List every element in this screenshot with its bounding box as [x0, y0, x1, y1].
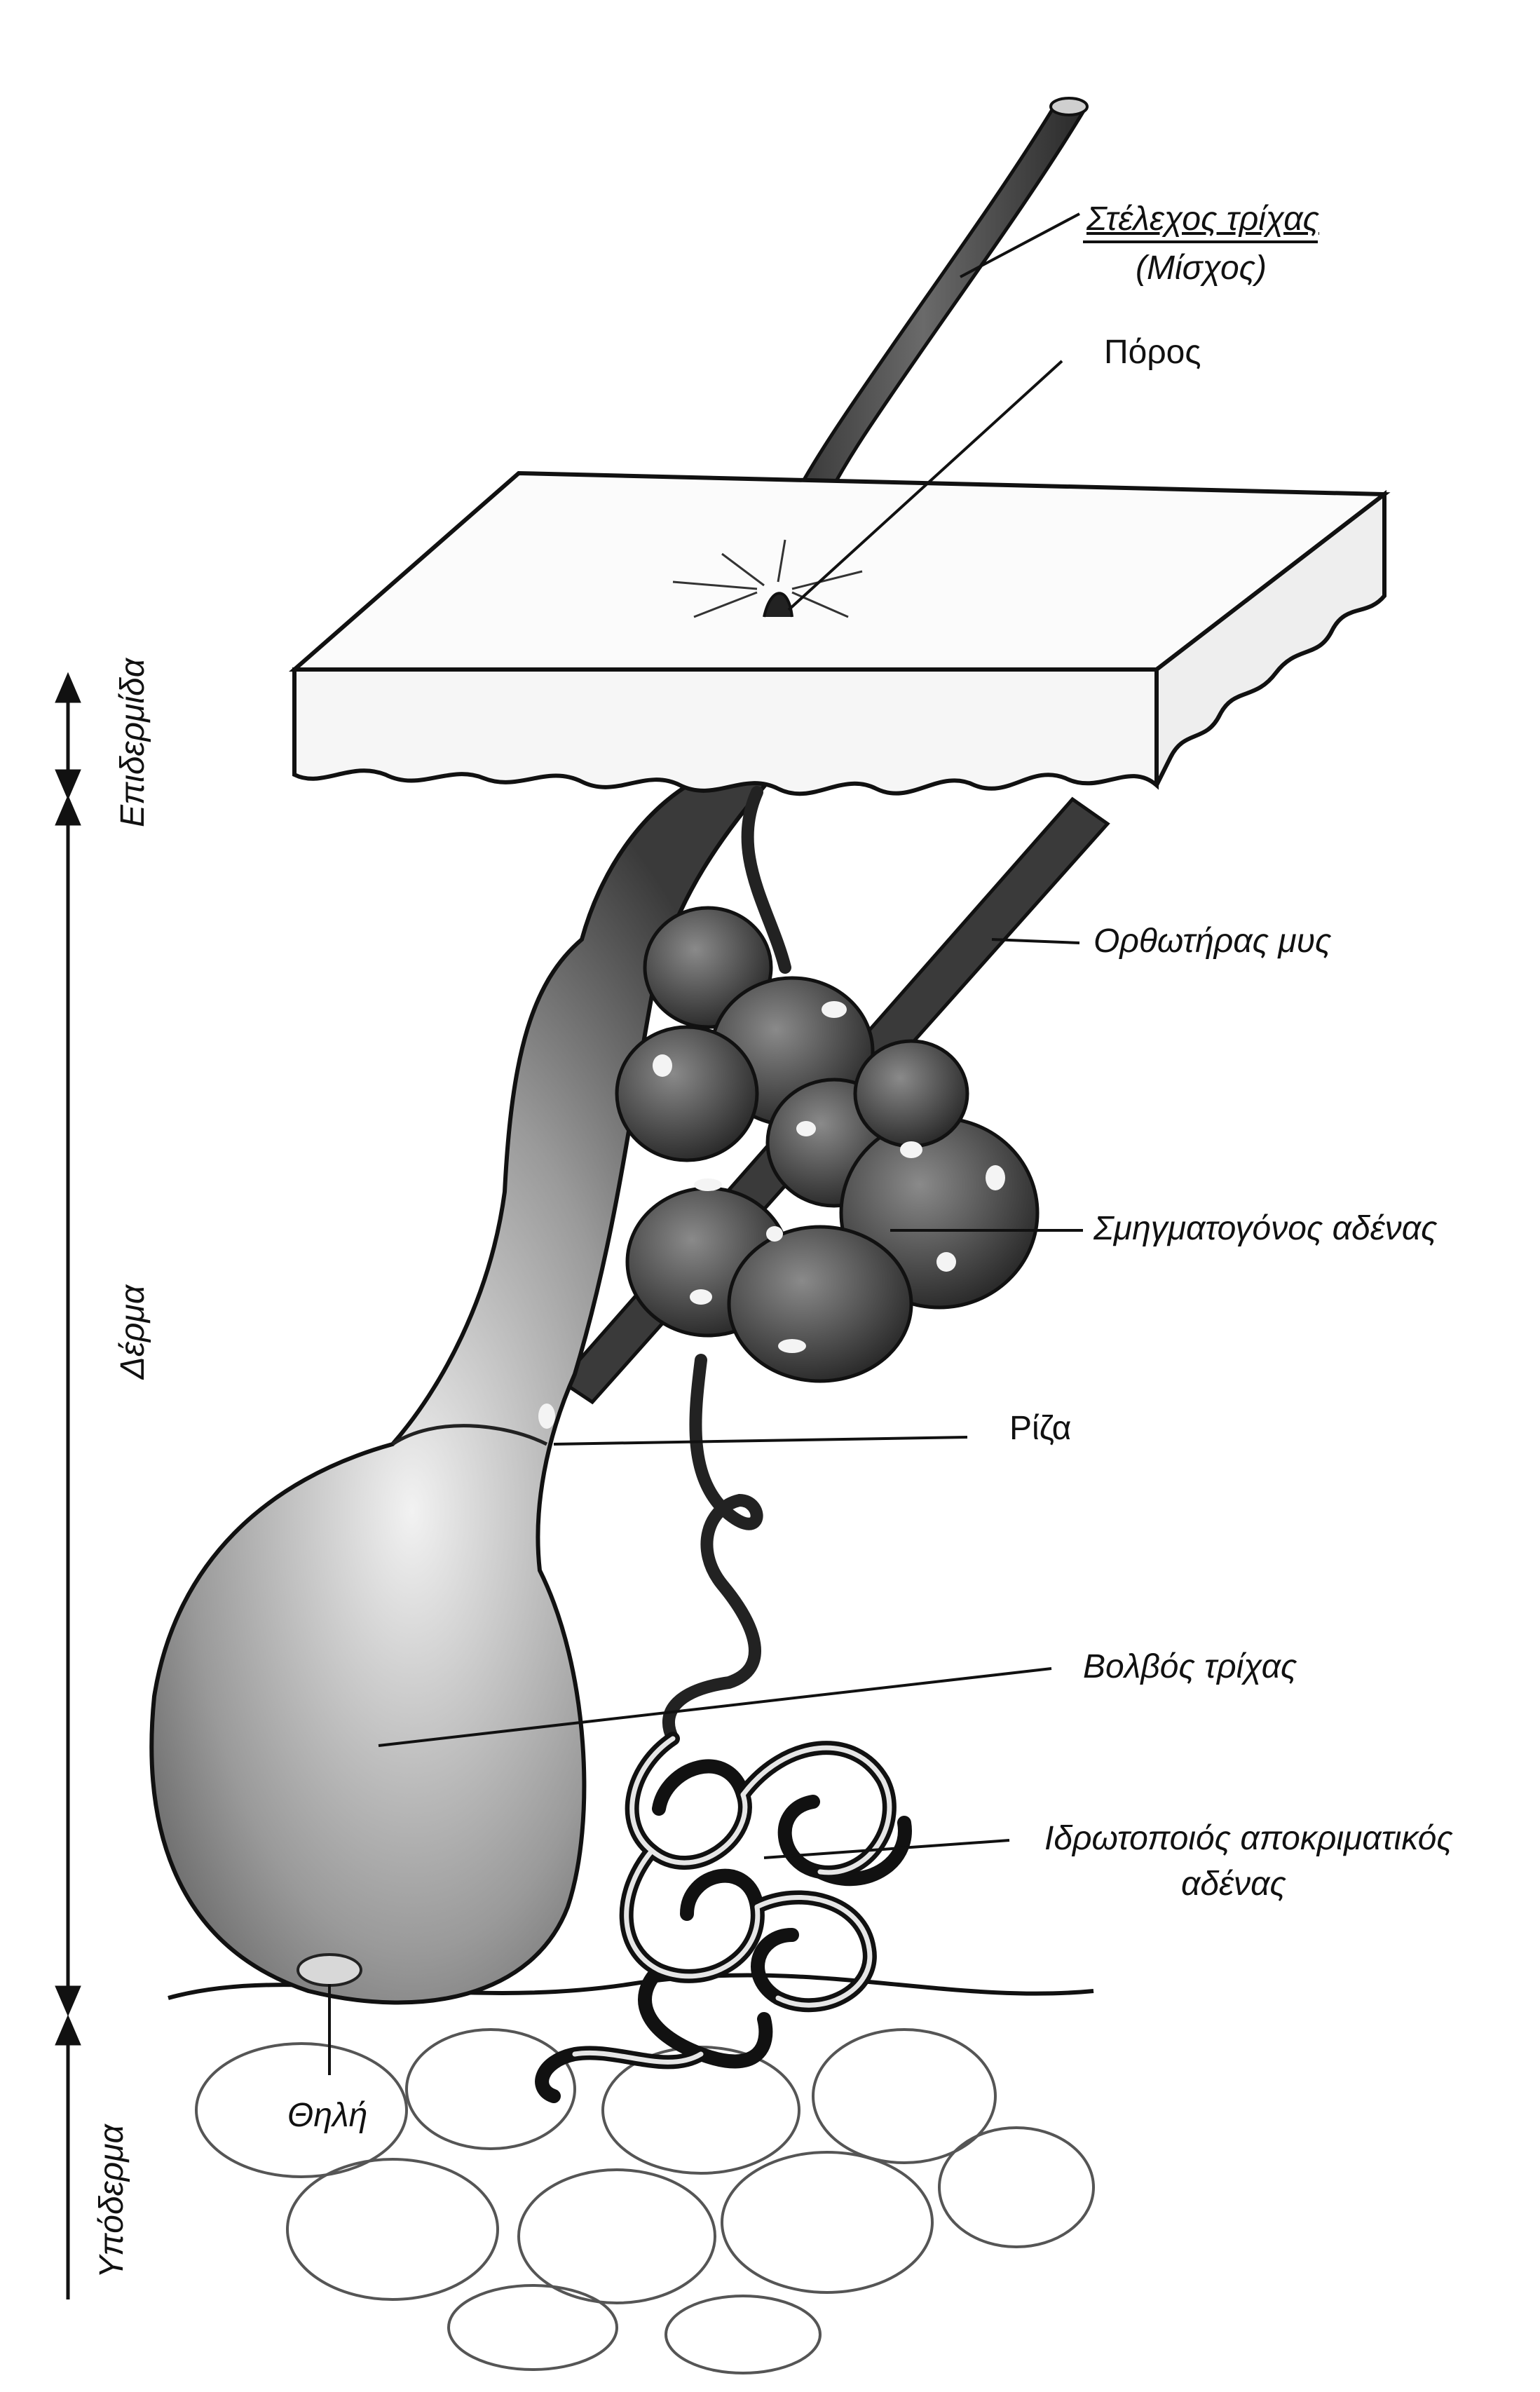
label-root: Ρίζα	[1009, 1410, 1072, 1447]
apocrine-duct	[662, 786, 791, 1745]
label-dermis: Δέρμα	[114, 1284, 151, 1380]
label-hypodermis: Υπόδερμα	[93, 2124, 130, 2278]
label-epidermis: Επιδερμίδα	[114, 658, 151, 827]
label-arrector-muscle: Ορθωτήρας μυς	[1093, 923, 1332, 960]
label-apocrine-line2: αδένας	[1181, 1866, 1286, 1903]
label-hair-shaft: Στέλεχος τρίχας	[1086, 201, 1319, 238]
label-apocrine-line1: Ιδρωτοποιός αποκριματικός	[1044, 1820, 1453, 1857]
label-pore: Πόρος	[1104, 334, 1201, 371]
leader-lines	[328, 212, 1318, 2075]
sebaceous-highlights	[538, 1001, 1005, 1429]
epidermis-block	[289, 470, 1391, 796]
sebaceous-gland	[615, 906, 1040, 1383]
hypodermis-fat-cells	[168, 1973, 1095, 2374]
label-hair-shaft-sub: (Μίσχος)	[1136, 250, 1267, 287]
apocrine-coil-highlight	[572, 1736, 892, 2065]
label-papilla: Θηλή	[287, 2097, 368, 2134]
label-sebaceous-gland: Σμηγματογόνος αδένας	[1093, 1210, 1438, 1247]
label-hair-bulb: Βολβός τρίχας	[1083, 1648, 1297, 1685]
layer-axis	[55, 672, 81, 2299]
